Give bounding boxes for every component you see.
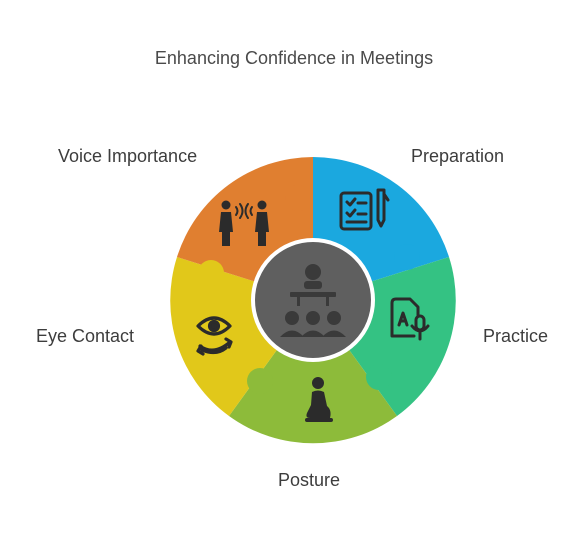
presenter-audience-icon <box>280 264 346 337</box>
knob-preparation <box>394 244 420 270</box>
center-hub <box>251 238 375 362</box>
knob-practice <box>366 364 392 390</box>
label-preparation: Preparation <box>411 146 505 166</box>
segment-posture <box>229 300 397 444</box>
speaking-people-icon <box>219 200 269 246</box>
label-practice: Practice <box>483 326 549 346</box>
eye-rotate-icon <box>196 316 233 356</box>
label-posture: Posture <box>278 470 341 490</box>
knob-voice-importance <box>285 185 311 211</box>
label-voice-importance: Voice Importance <box>58 146 198 166</box>
sitting-person-icon <box>305 377 333 422</box>
label-eye-contact: Eye Contact <box>36 326 135 346</box>
diagram-title: Enhancing Confidence in Meetings <box>154 48 434 68</box>
knob-eye-contact <box>198 260 224 286</box>
document-microphone-icon <box>390 297 430 341</box>
knob-posture <box>247 368 273 394</box>
checklist-pen-icon <box>339 188 390 231</box>
